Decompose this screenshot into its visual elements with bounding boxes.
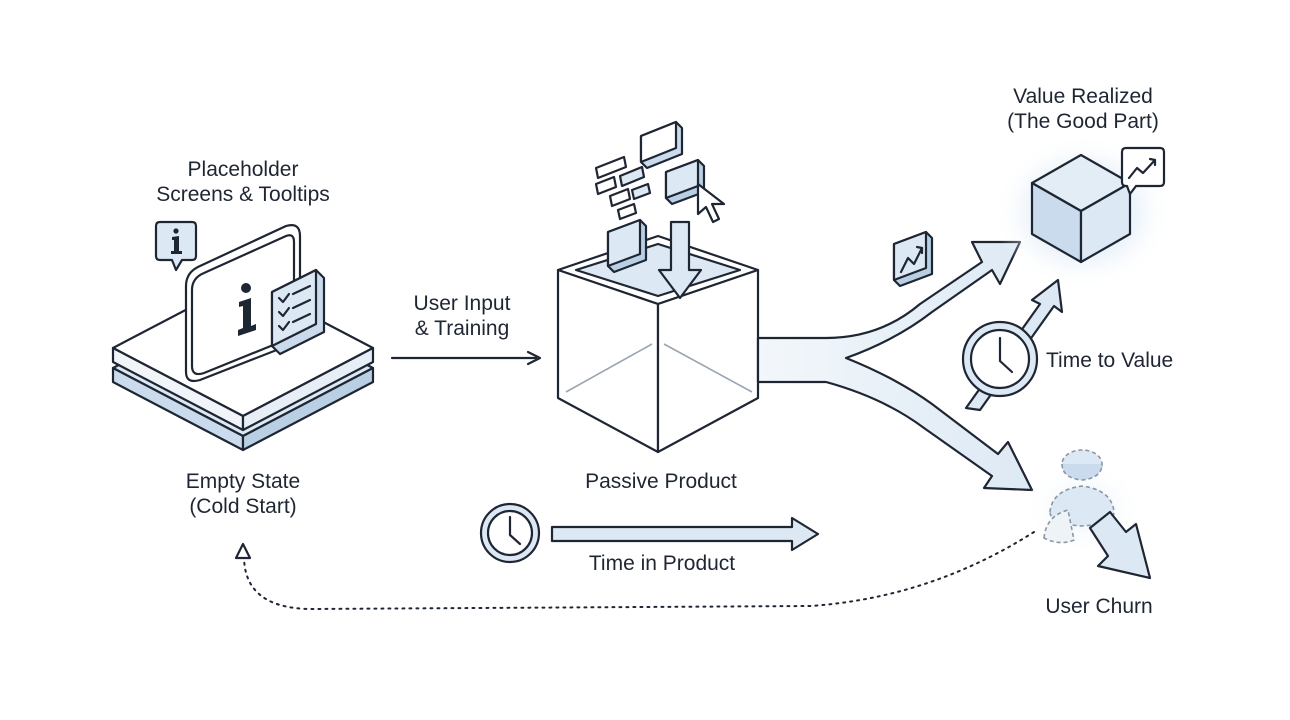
value-realized-cube <box>993 134 1173 290</box>
info-icon <box>238 283 256 336</box>
cursor-icon <box>696 182 726 224</box>
time-to-value <box>961 278 1064 412</box>
trend-chart-icon <box>892 230 934 288</box>
user-input-arrow <box>390 350 542 366</box>
empty-state-illustration <box>111 220 375 452</box>
user-input-label: User Input & Training <box>392 291 532 341</box>
time-in-product-label: Time in Product <box>588 552 736 575</box>
empty-state-label-line2: (Cold Start) <box>189 495 297 518</box>
empty-state-label: Empty State (Cold Start) <box>143 469 343 519</box>
time-in-product <box>479 502 820 564</box>
growth-chart-icon <box>1120 146 1166 196</box>
clock-icon <box>479 502 541 564</box>
value-realized-label-line1: Value Realized <box>1013 85 1153 108</box>
time-to-value-label: Time to Value <box>1046 349 1174 372</box>
placeholder-label: Placeholder Screens & Tooltips <box>128 157 358 207</box>
checklist-icon <box>270 268 326 356</box>
user-input-label-line1: User Input <box>413 292 511 315</box>
user-input-label-line2: & Training <box>414 317 510 340</box>
user-churn-figure <box>1024 449 1152 580</box>
split-stream <box>756 240 1034 492</box>
value-realized-label: Value Realized (The Good Part) <box>978 84 1188 134</box>
data-blocks <box>594 120 706 221</box>
placeholder-label-line2: Screens & Tooltips <box>156 183 330 206</box>
clock-icon <box>961 320 1039 398</box>
empty-state-label-line1: Empty State <box>185 470 301 493</box>
tooltip-info-icon <box>154 220 198 272</box>
value-realized-label-line2: (The Good Part) <box>1007 110 1159 133</box>
churn-return-loop <box>234 531 1035 611</box>
passive-product-box <box>556 218 760 454</box>
passive-product-label: Passive Product <box>585 470 737 493</box>
placeholder-label-line1: Placeholder <box>187 158 299 181</box>
user-icon <box>1043 449 1115 544</box>
user-churn-label: User Churn <box>1045 595 1153 618</box>
